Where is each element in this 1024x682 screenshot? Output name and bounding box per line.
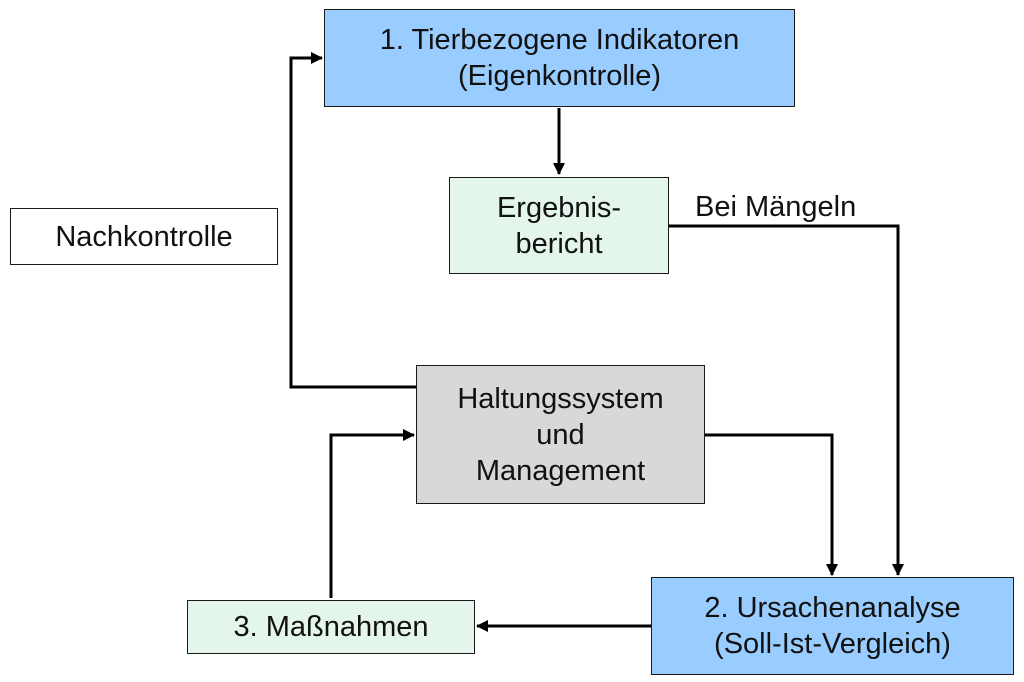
indicators-title: 1. Tierbezogene Indikatoren: [379, 24, 740, 56]
arrow-measures-to-system: [329, 429, 415, 598]
analysis-subtitle: (Soll-Ist-Vergleich): [714, 628, 951, 660]
report-line-1: Ergebnis-: [496, 191, 622, 224]
deficiencies-label: Bei Mängeln: [695, 191, 857, 223]
system-line-2: und: [536, 418, 585, 451]
analysis-title: 2. Ursachenanalyse: [704, 592, 961, 624]
system-line-1: Haltungssystem: [457, 382, 664, 415]
measures-box: 3. Maßnahmen: [187, 600, 475, 654]
follow-up-label: Nachkontrolle: [55, 220, 233, 253]
arrow-system-to-analysis: [694, 429, 838, 576]
arrow-report-to-analysis: [669, 224, 904, 576]
report-box: Ergebnis- bericht: [449, 177, 669, 274]
indicators-box: 1. Tierbezogene Indikatoren (Eigenkontro…: [324, 9, 795, 107]
follow-up-box: Nachkontrolle: [10, 208, 278, 265]
indicators-subtitle: (Eigenkontrolle): [457, 60, 662, 92]
system-box: Haltungssystem und Management: [416, 365, 705, 504]
system-line-3: Management: [475, 454, 646, 487]
report-line-2: bericht: [515, 227, 603, 260]
arrow-system-to-indicators: [289, 52, 416, 389]
measures-label: 3. Maßnahmen: [233, 611, 429, 643]
analysis-box: 2. Ursachenanalyse (Soll-Ist-Vergleich): [651, 577, 1014, 675]
